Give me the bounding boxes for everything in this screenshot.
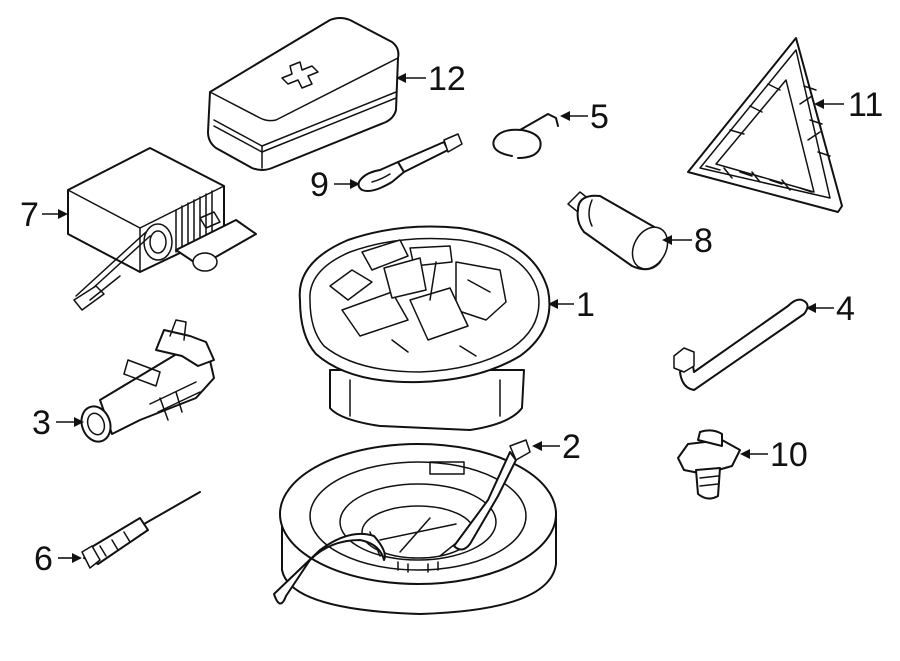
callout-5: 5 [560, 98, 609, 136]
callout-11: 11 [814, 86, 883, 124]
callout-8: 8 [662, 222, 713, 260]
valve-plug[interactable] [677, 429, 741, 500]
callout-12: 12 [396, 60, 466, 98]
tow-eye[interactable] [357, 133, 463, 192]
callout-number: 2 [562, 428, 581, 466]
cross-icon [281, 61, 319, 89]
first-aid-kit[interactable] [207, 17, 400, 171]
callout-7: 7 [20, 196, 68, 234]
callout-number: 4 [836, 290, 855, 328]
jack[interactable] [77, 319, 215, 446]
callout-number: 3 [32, 404, 51, 442]
callout-1: 1 [548, 286, 595, 324]
callout-3: 3 [32, 404, 84, 442]
callout-number: 1 [576, 286, 595, 324]
callout-number: 6 [34, 540, 53, 578]
callout-number: 11 [848, 86, 883, 124]
callout-number: 5 [590, 98, 609, 136]
lug-wrench[interactable] [673, 298, 809, 391]
callout-9: 9 [310, 166, 360, 204]
callout-number: 7 [20, 196, 39, 234]
callout-10: 10 [740, 436, 808, 474]
callout-4: 4 [806, 290, 855, 328]
spare-tire[interactable] [273, 439, 557, 615]
callout-number: 8 [694, 222, 713, 260]
callout-number: 9 [310, 166, 329, 204]
callout-number: 12 [428, 60, 466, 98]
air-compressor[interactable] [67, 147, 257, 311]
callout-number: 10 [770, 436, 808, 474]
sealant-bottle[interactable] [567, 191, 674, 275]
hook-wire[interactable] [492, 113, 559, 159]
tool-tray[interactable] [298, 225, 551, 431]
callout-2: 2 [532, 428, 581, 466]
pin-tool[interactable] [81, 491, 201, 569]
callout-6: 6 [34, 540, 82, 578]
warning-triangle[interactable] [687, 37, 843, 213]
